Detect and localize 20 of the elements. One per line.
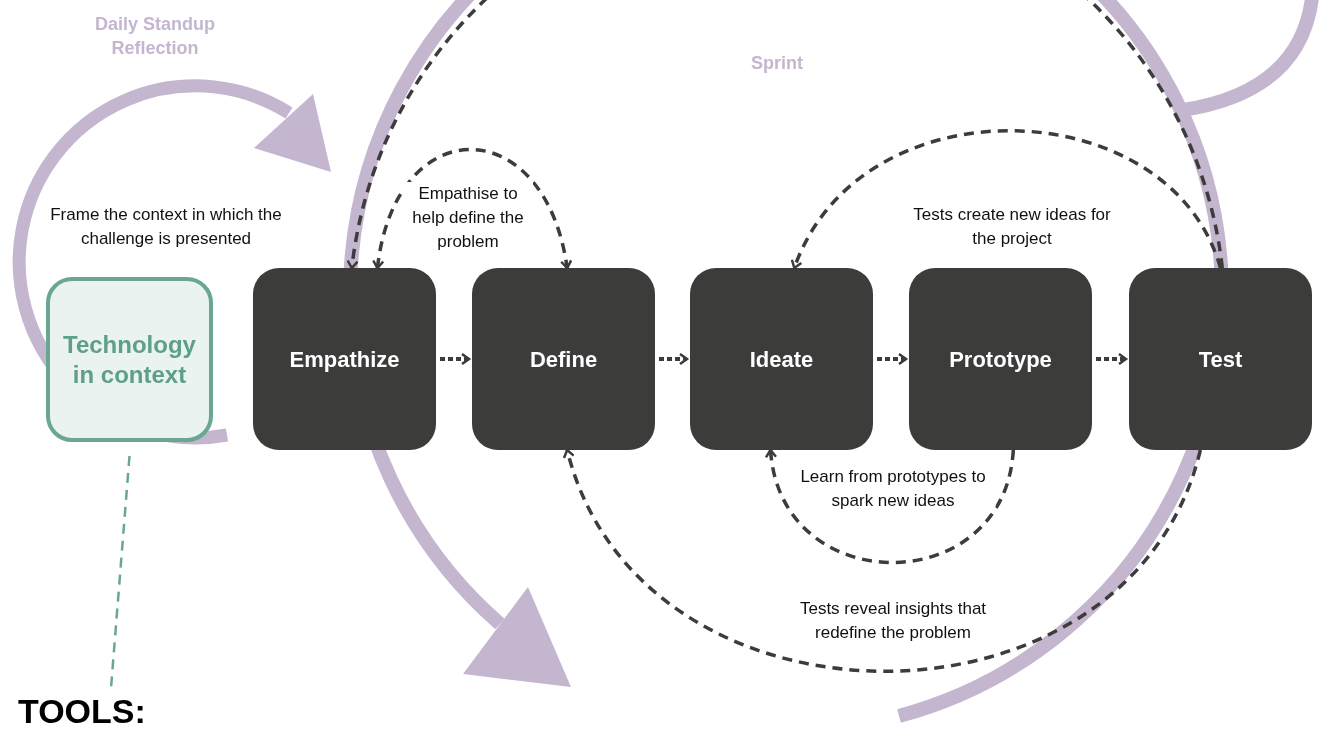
arrow xyxy=(791,129,1223,270)
process-box: Prototype xyxy=(909,268,1092,450)
loop-label: Daily Standup Reflection xyxy=(94,13,216,60)
process-box: Ideate xyxy=(690,268,873,450)
process-box: Empathize xyxy=(253,268,436,450)
arrow xyxy=(659,352,689,366)
heading-text: TOOLS: xyxy=(18,690,168,732)
arrow xyxy=(563,448,1202,673)
arrow xyxy=(372,147,572,270)
arrow xyxy=(440,352,471,366)
arrow xyxy=(1096,352,1128,366)
process-box: Technology in context xyxy=(46,277,213,442)
loop-label: Sprint xyxy=(751,52,803,75)
caption-text: Frame the context in which the challenge is presented xyxy=(49,204,283,250)
arrow xyxy=(765,448,1016,565)
connector-line xyxy=(109,455,131,689)
process-box: Test xyxy=(1129,268,1312,450)
process-box: Define xyxy=(472,268,655,450)
arrow xyxy=(346,0,1225,270)
arrow xyxy=(877,352,908,366)
